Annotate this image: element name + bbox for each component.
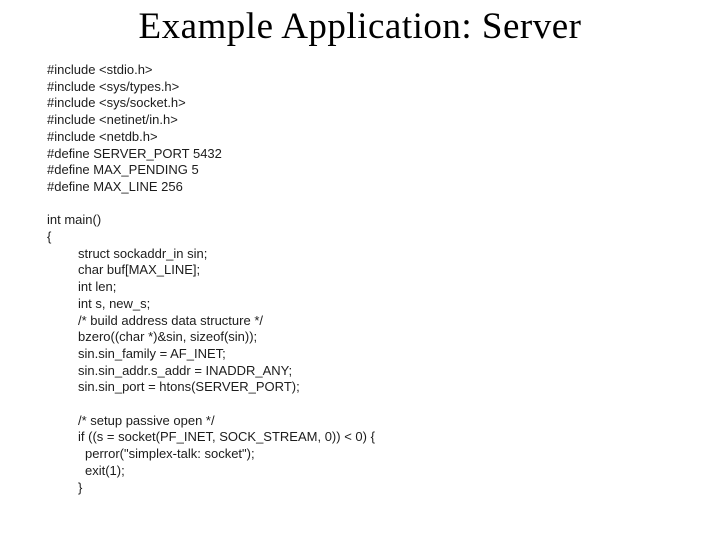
code-line: #include <sys/socket.h> — [47, 95, 186, 111]
code-line — [47, 396, 375, 413]
code-line: struct sockaddr_in sin; — [78, 245, 208, 261]
code-line: sin.sin_port = htons(SERVER_PORT); — [78, 379, 300, 395]
code-line: #define MAX_PENDING 5 — [47, 162, 199, 178]
code-line: if ((s = socket(PF_INET, SOCK_STREAM, 0)… — [78, 429, 375, 445]
code-line: #define MAX_LINE 256 — [47, 178, 183, 194]
slide-title: Example Application: Server — [138, 6, 582, 47]
code-line: { — [47, 229, 52, 245]
code-line: char buf[MAX_LINE]; — [78, 262, 201, 278]
code-line: /* build address data structure */ — [78, 312, 263, 328]
code-line: #include <netdb.h> — [47, 128, 158, 144]
code-line: #define SERVER_PORT 5432 — [47, 145, 222, 161]
code-line: int main() — [47, 212, 102, 228]
code-line — [47, 196, 375, 213]
code-line: /* setup passive open */ — [78, 412, 215, 428]
code-line: sin.sin_addr.s_addr = INADDR_ANY; — [78, 362, 293, 378]
code-line: #include <sys/types.h> — [47, 78, 180, 94]
code-line: exit(1); — [85, 462, 125, 478]
code-block: #include <stdio.h>#include <sys/types.h>… — [47, 62, 375, 496]
code-line: perror("simplex-talk: socket"); — [85, 446, 255, 462]
code-line: #include <netinet/in.h> — [47, 112, 178, 128]
code-line: int s, new_s; — [78, 295, 151, 311]
code-line: sin.sin_family = AF_INET; — [78, 345, 226, 361]
code-line: #include <stdio.h> — [47, 62, 153, 77]
code-line: } — [78, 479, 83, 495]
code-line: int len; — [78, 279, 117, 295]
code-line: bzero((char *)&sin, sizeof(sin)); — [78, 329, 258, 345]
